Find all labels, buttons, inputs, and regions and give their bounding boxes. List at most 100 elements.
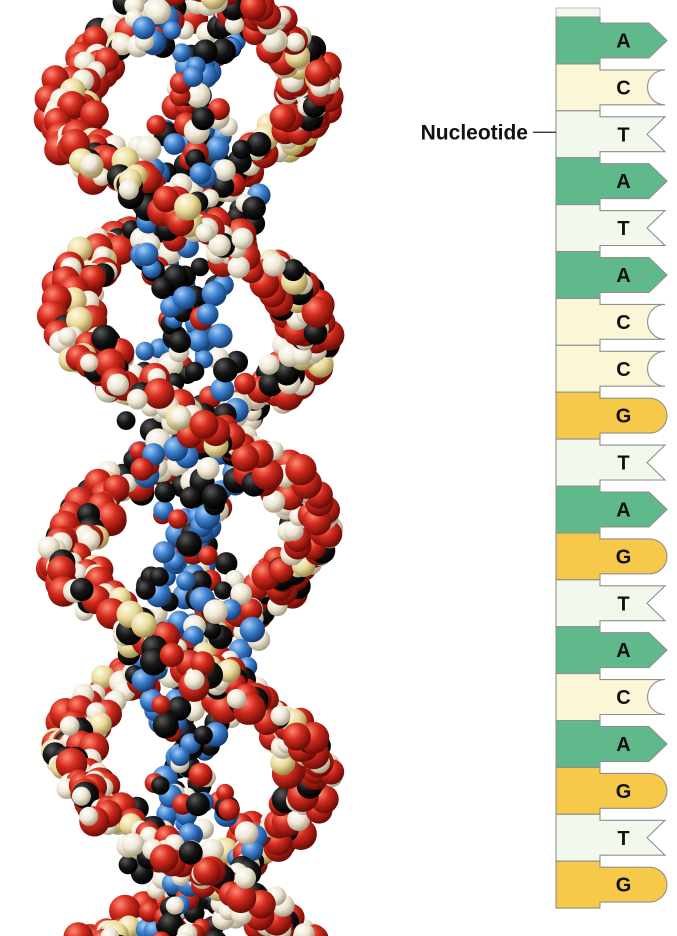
base-shape-T	[555, 110, 667, 159]
nitrogen-atom	[183, 625, 204, 647]
base-letter: A	[616, 734, 630, 756]
carbon-atom	[213, 357, 238, 383]
base-shape-A	[555, 719, 668, 768]
carbon-atom	[214, 581, 233, 600]
hydrogen-atom	[234, 867, 257, 889]
base-letter: A	[616, 499, 630, 521]
hydrogen-atom	[231, 227, 254, 250]
hydrogen-atom	[234, 821, 259, 845]
base-shape-G	[555, 391, 668, 440]
nitrogen-atom	[210, 377, 235, 402]
carbon-atom	[151, 776, 170, 795]
oxygen-atom	[225, 882, 257, 914]
base-letter: G	[616, 406, 632, 428]
nucleotide-8: C	[555, 344, 666, 393]
carbon-atom	[215, 552, 238, 575]
carbon-atom	[135, 579, 156, 600]
oxygen-atom	[151, 695, 171, 715]
oxygen-atom	[240, 0, 267, 21]
nitrogen-atom	[196, 303, 219, 326]
hydrogen-atom	[106, 373, 129, 396]
nitrogen-atom	[132, 16, 156, 40]
base-letter: T	[617, 124, 629, 146]
carbon-atom	[246, 131, 272, 157]
nucleotide-6: A	[555, 250, 668, 299]
nitrogen-atom	[176, 571, 196, 591]
hydrogen-atom	[185, 82, 211, 108]
nitrogen-atom	[205, 136, 230, 161]
base-shape-T	[555, 438, 667, 487]
hydrogen-atom	[262, 490, 286, 513]
hydrogen-atom	[203, 599, 228, 624]
carbon-atom	[149, 567, 169, 587]
oxygen-atom	[269, 104, 296, 131]
base-shape-A	[555, 485, 668, 534]
nitrogen-atom	[178, 823, 201, 845]
hydrogen-atom	[118, 179, 139, 200]
nucleotide-11: A	[555, 485, 668, 534]
carbon-atom	[189, 570, 212, 593]
base-letter: T	[617, 453, 629, 475]
hydrogen-atom	[121, 832, 145, 856]
oxygen-atom	[190, 0, 199, 1]
nucleotide-18: T	[555, 813, 667, 862]
oxygen-atom	[282, 722, 311, 751]
oxygen-atom	[190, 651, 215, 676]
hydrogen-atom	[286, 32, 305, 52]
oxygen-atom	[152, 931, 170, 936]
carbon-atom	[282, 259, 305, 282]
nucleotide-19: G	[555, 860, 668, 909]
hydrogen-atom	[135, 135, 162, 162]
hydrogen-atom	[59, 716, 80, 736]
base-letter: T	[617, 593, 629, 615]
base-shape-T	[555, 204, 667, 253]
nitrogen-atom	[134, 242, 159, 267]
carbon-atom	[179, 486, 203, 509]
oxygen-atom	[152, 185, 180, 213]
nucleotide-14: A	[555, 626, 668, 675]
oxygen-atom	[218, 798, 240, 821]
phosphorus-atom	[131, 612, 157, 638]
carbon-atom	[167, 696, 192, 721]
hydrogen-atom	[184, 669, 205, 690]
carbon-atom	[91, 324, 118, 352]
nucleotide-9: G	[555, 391, 668, 440]
hydrogen-atom	[226, 689, 247, 709]
nucleotide-1: A	[555, 16, 668, 65]
carbon-atom	[178, 840, 203, 865]
nitrogen-atom	[152, 541, 175, 564]
helix-atoms	[33, 0, 345, 936]
carbon-atom	[118, 855, 138, 875]
nucleotide-10: T	[555, 438, 667, 487]
nitrogen-atom	[163, 133, 186, 155]
nucleotide-7: C	[555, 297, 666, 346]
base-shape-A	[555, 626, 668, 675]
hydrogen-atom	[200, 838, 224, 862]
hydrogen-atom	[208, 234, 231, 257]
hydrogen-atom	[145, 0, 171, 25]
base-letter: C	[616, 77, 630, 99]
base-letter: T	[617, 218, 629, 240]
hydrogen-atom	[227, 256, 250, 279]
oxygen-atom	[193, 857, 222, 886]
base-shape-C	[555, 297, 666, 346]
carbon-atom	[303, 321, 328, 345]
nucleotide-17: G	[555, 766, 668, 815]
nucleotide-5: T	[555, 204, 667, 253]
nitrogen-atom	[189, 162, 212, 185]
oxygen-atom	[143, 378, 175, 409]
oxygen-atom	[285, 453, 317, 486]
base-shape-G	[555, 532, 668, 581]
carbon-atom	[202, 620, 222, 640]
carbon-atom	[157, 912, 184, 936]
hydrogen-atom	[258, 354, 280, 375]
carbon-atom	[70, 577, 94, 602]
hydrogen-atom	[126, 388, 148, 410]
nitrogen-atom	[182, 66, 204, 87]
oxygen-atom	[159, 642, 184, 668]
nucleotide-2: C	[555, 63, 666, 112]
nitrogen-atom	[170, 746, 190, 767]
oxygen-atom	[304, 59, 332, 87]
carbon-atom	[203, 929, 226, 936]
base-letter: C	[616, 687, 630, 709]
